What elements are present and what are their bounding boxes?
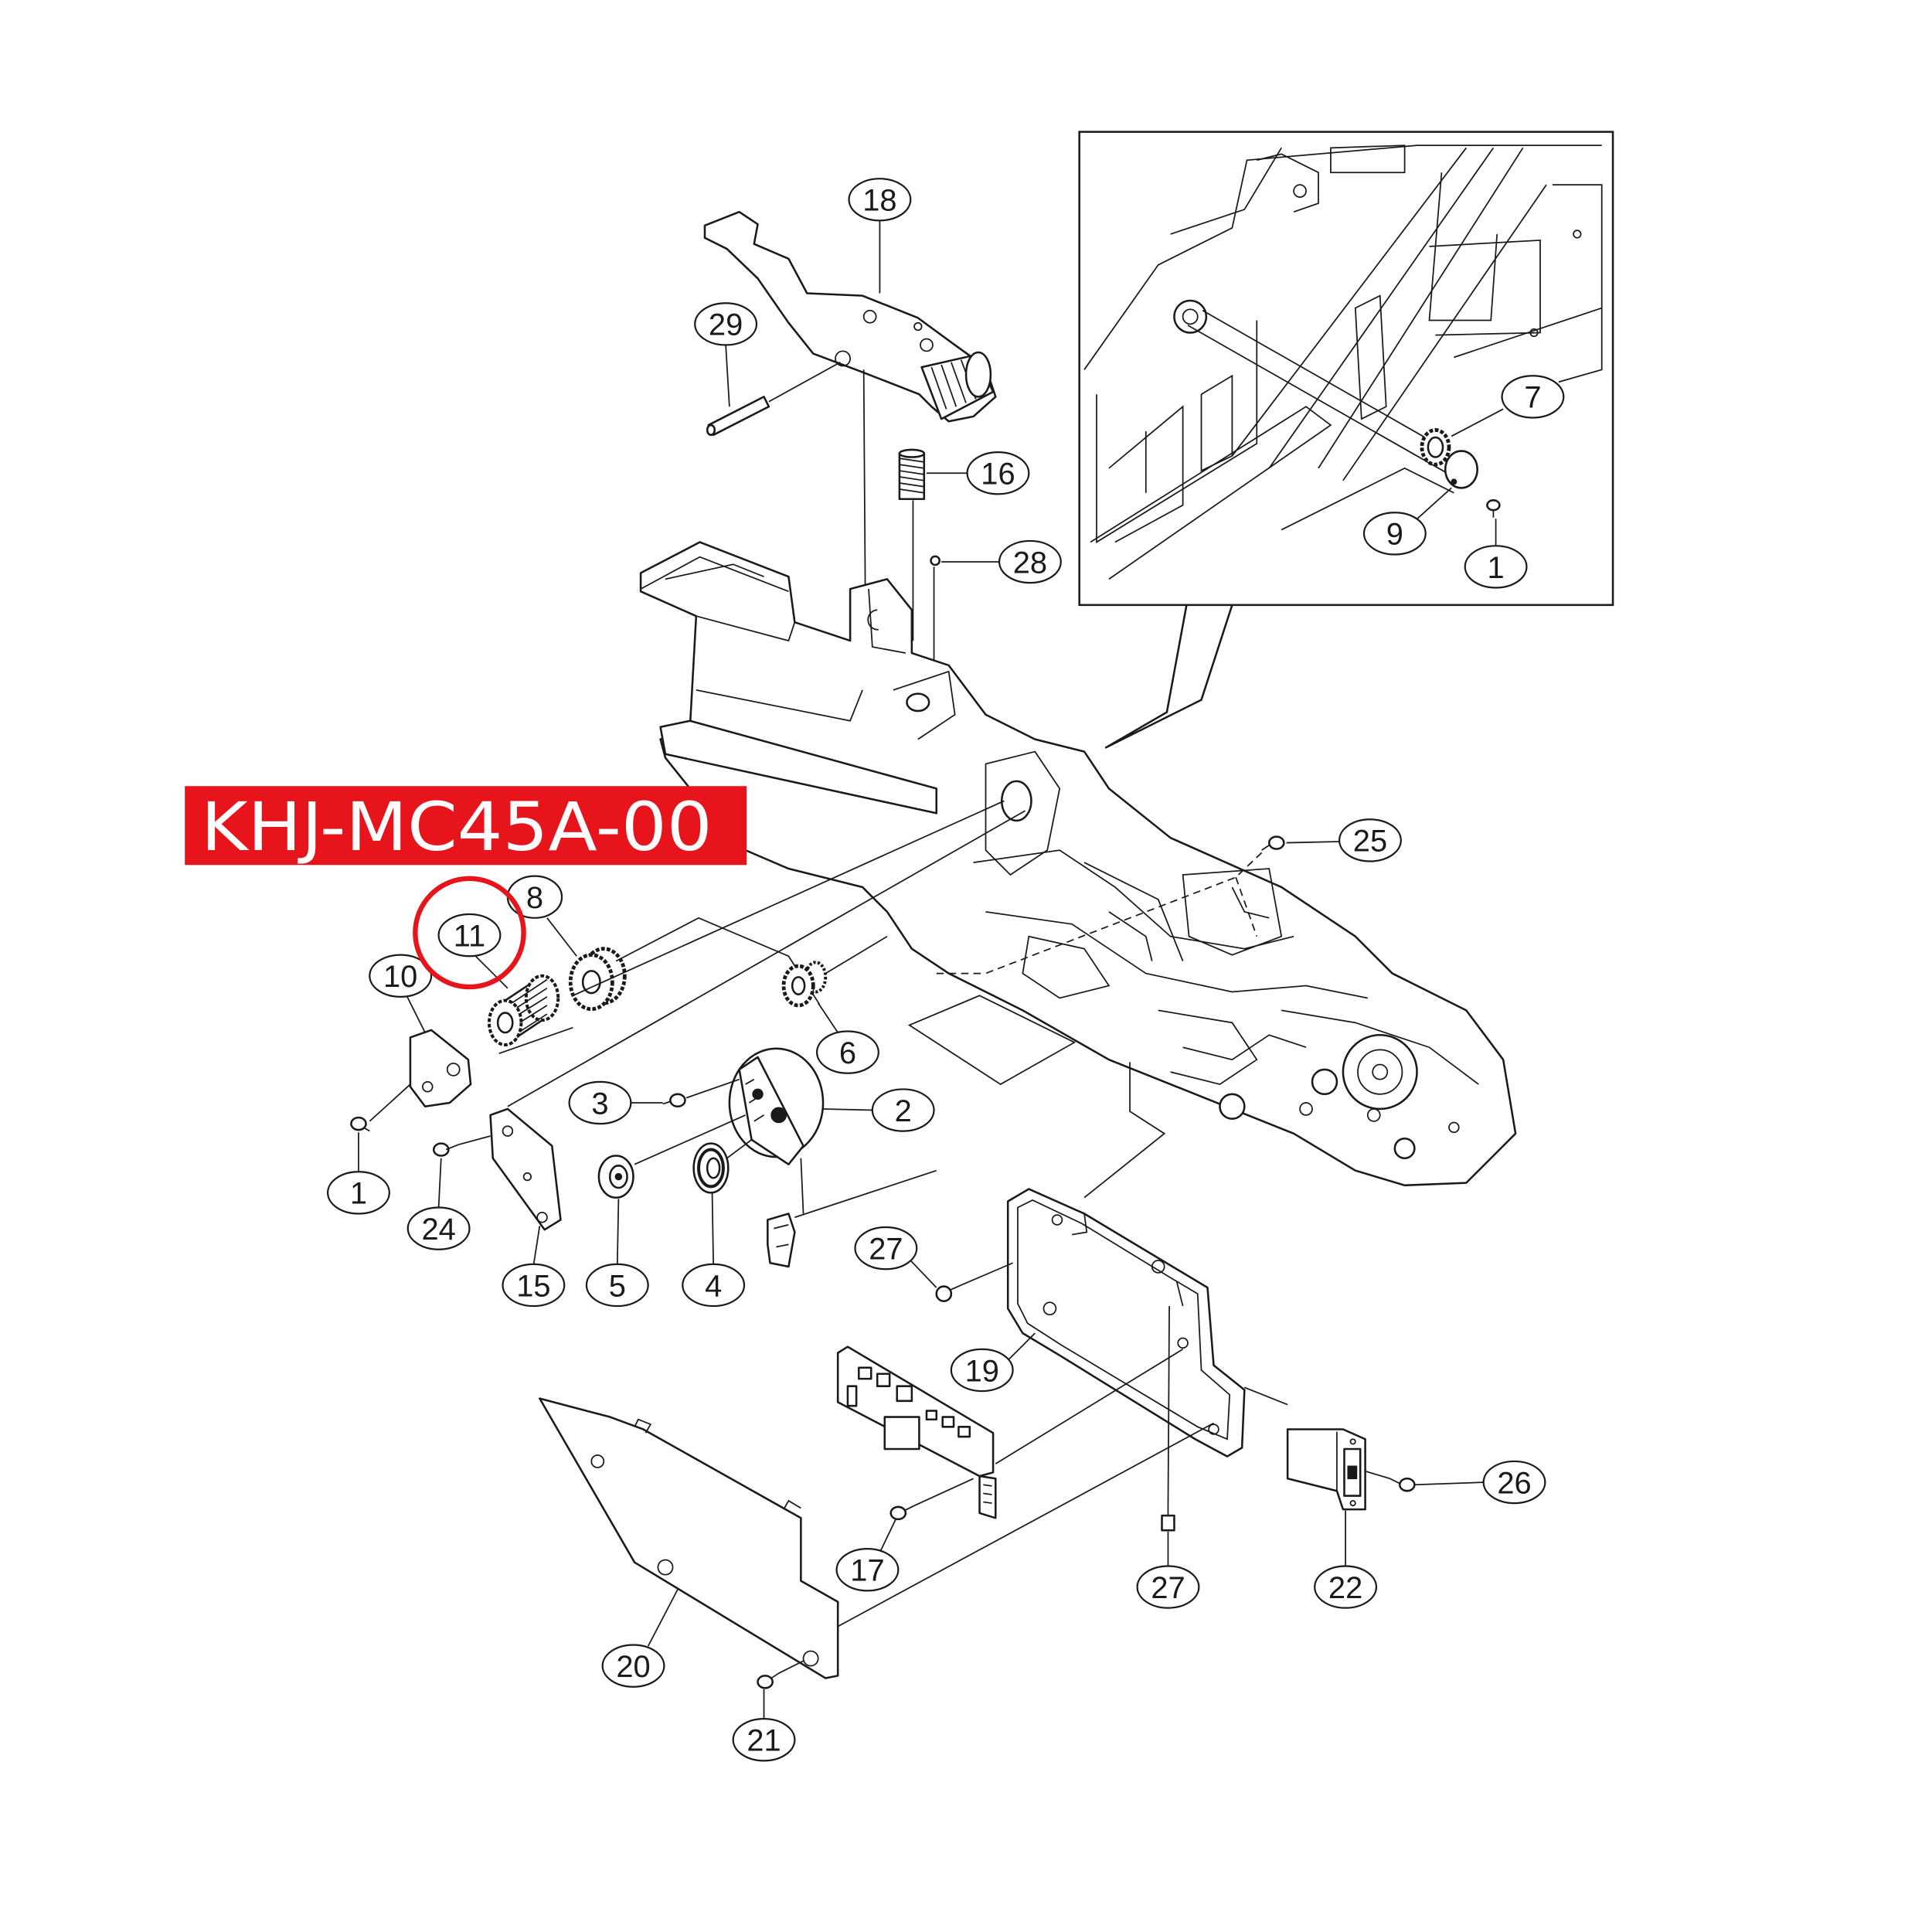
motor-2 <box>728 1047 825 1165</box>
gear-6 <box>781 961 828 1008</box>
connector-22 <box>1286 1428 1366 1511</box>
callout-18: 18 <box>848 178 912 222</box>
callout-label: 6 <box>839 1036 856 1070</box>
callout-label: 4 <box>705 1269 722 1303</box>
callout-label: 17 <box>850 1554 884 1588</box>
spring-16 <box>898 448 926 501</box>
washer-9 <box>1444 450 1478 489</box>
screw-1-inset <box>1486 499 1501 518</box>
callout-label: 1 <box>350 1177 367 1211</box>
inset-pointer <box>1104 604 1233 749</box>
gear-11 <box>487 974 560 1047</box>
screw-26 <box>1389 1477 1416 1492</box>
callout-20: 20 <box>601 1644 665 1688</box>
callout-label: 7 <box>1524 381 1541 415</box>
callout-label: 27 <box>869 1232 903 1266</box>
part-number-banner: KHJ-MC45A-00 <box>185 786 747 866</box>
callout-label: 27 <box>1151 1571 1185 1605</box>
callout-2: 2 <box>871 1088 935 1132</box>
screw-24 <box>432 1142 459 1157</box>
callout-label: 9 <box>1386 518 1403 552</box>
callout-8: 8 <box>506 875 563 919</box>
callout-label: 16 <box>981 457 1015 492</box>
callout-label: 11 <box>454 919 485 953</box>
callout-10: 10 <box>369 954 433 998</box>
callout-1-left: 1 <box>326 1171 390 1215</box>
callout-29: 29 <box>694 302 758 346</box>
callout-label: 8 <box>526 881 543 915</box>
frame-19 <box>1006 1188 1246 1458</box>
callout-3: 3 <box>568 1080 632 1125</box>
callout-22: 22 <box>1314 1565 1378 1609</box>
pin-29 <box>706 396 770 437</box>
screw-27-upper <box>935 1284 961 1302</box>
pcb-board <box>836 1345 997 1519</box>
arm-18 <box>703 210 997 423</box>
motor-bracket <box>767 1213 796 1268</box>
callout-4: 4 <box>682 1263 746 1308</box>
callout-21: 21 <box>732 1718 796 1762</box>
pulley-4 <box>692 1142 730 1194</box>
callout-label: 29 <box>709 308 743 342</box>
plate-15 <box>489 1107 562 1231</box>
screw-17 <box>889 1505 915 1521</box>
callout-24: 24 <box>406 1206 471 1250</box>
screw-25 <box>1261 835 1285 851</box>
part-number-text: KHJ-MC45A-00 <box>201 789 713 866</box>
callout-9: 9 <box>1362 512 1427 556</box>
callout-28: 28 <box>998 539 1062 584</box>
banner-background <box>185 786 747 866</box>
inset-detail <box>1078 131 1614 749</box>
screw-21 <box>757 1672 780 1689</box>
pulley-5 <box>597 1155 634 1199</box>
callout-17: 17 <box>835 1548 900 1592</box>
callout-25: 25 <box>1338 818 1402 862</box>
callout-15: 15 <box>502 1263 566 1308</box>
callout-label: 22 <box>1328 1571 1362 1605</box>
callout-label: 5 <box>609 1269 626 1303</box>
callout-5: 5 <box>585 1263 649 1308</box>
callout-label: 28 <box>1013 546 1047 580</box>
callout-11: 11 <box>437 913 502 957</box>
callout-label: 10 <box>383 960 417 994</box>
screw-27-lower <box>1161 1505 1175 1532</box>
screw-1-left <box>350 1116 370 1132</box>
callout-label: 25 <box>1353 825 1387 859</box>
callout-27-upper: 27 <box>854 1226 918 1270</box>
callout-6: 6 <box>815 1030 879 1074</box>
screw-3 <box>662 1093 686 1108</box>
highlight-ring <box>413 876 526 990</box>
callouts: 18 29 16 28 7 9 1 25 8 11 10 6 3 2 1 24 … <box>326 178 1565 1762</box>
gear-8 <box>568 947 627 1012</box>
callout-label: 2 <box>895 1094 912 1128</box>
inset-frame <box>1078 131 1614 607</box>
callout-label: 18 <box>862 184 896 218</box>
callout-label: 15 <box>516 1269 550 1303</box>
callout-label: 20 <box>616 1650 650 1684</box>
inset-feeder-end <box>1083 145 1603 580</box>
callout-19: 19 <box>950 1348 1014 1393</box>
callout-label: 21 <box>747 1724 781 1758</box>
callout-label: 24 <box>421 1213 455 1247</box>
callout-16: 16 <box>966 451 1030 495</box>
bracket-10 <box>409 1029 472 1108</box>
callout-label: 1 <box>1488 551 1505 585</box>
callout-27-lower: 27 <box>1136 1565 1200 1609</box>
callout-1-inset: 1 <box>1464 545 1528 589</box>
callout-26: 26 <box>1482 1460 1546 1505</box>
callout-label: 26 <box>1497 1466 1531 1500</box>
screw-28 <box>930 555 940 566</box>
gear-7 <box>1420 428 1451 467</box>
callout-7: 7 <box>1501 375 1565 419</box>
feeder-body <box>639 541 1517 1187</box>
callout-label: 19 <box>965 1354 999 1388</box>
callout-label: 3 <box>591 1087 608 1121</box>
panel-20 <box>539 1397 839 1679</box>
